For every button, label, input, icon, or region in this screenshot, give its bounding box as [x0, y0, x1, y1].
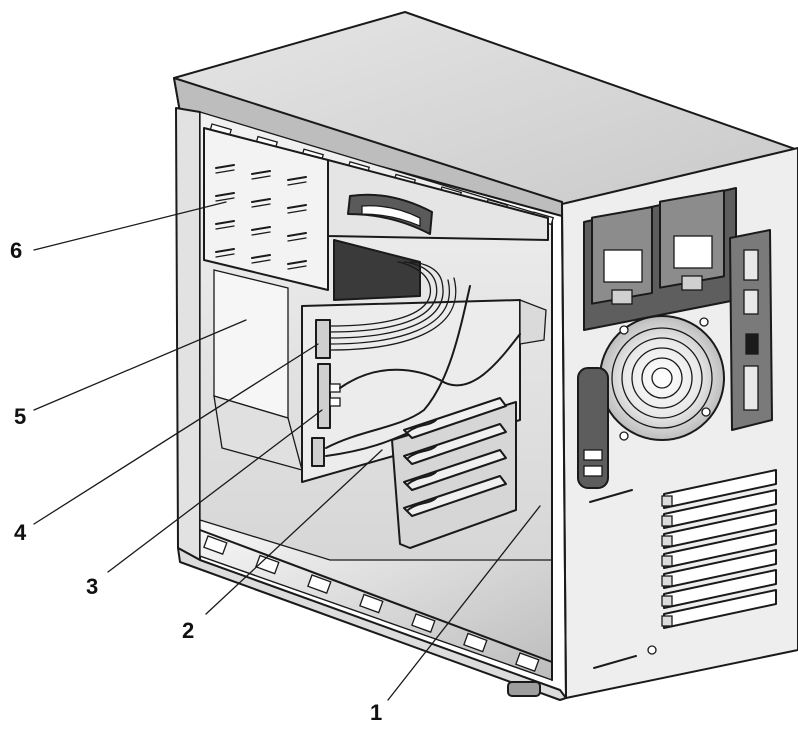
bay-vent-slot: [215, 164, 235, 169]
fan-ring: [651, 367, 673, 389]
vent-slot: [307, 574, 332, 594]
bay-vent-slot: [251, 175, 271, 180]
callout-1: 1: [370, 700, 383, 725]
vent-slot: [359, 593, 384, 614]
bay-vent-slot: [251, 226, 271, 231]
callout-5: 5: [14, 404, 27, 429]
drive-carrier-handle: [407, 497, 437, 511]
callout-2: 2: [182, 618, 195, 643]
bay-vent-slot: [251, 203, 271, 208]
ribbon-cable: [329, 261, 457, 351]
drive-carrier: [403, 449, 507, 491]
vent-slot: [255, 554, 280, 575]
bay-vent-slot: [215, 248, 235, 253]
bay-vent-slot: [287, 204, 307, 209]
drive-carrier-handle: [407, 471, 437, 485]
bay-vent-slot: [287, 237, 307, 242]
vent-slot: [515, 652, 540, 672]
slot-cover-tab: [661, 555, 673, 567]
bay-vent-slot: [287, 181, 307, 186]
vent-slot: [463, 632, 488, 653]
drive-bay-vent-slots: [215, 164, 307, 270]
drive-carrier-handle: [407, 419, 437, 433]
bay-vent-slot: [251, 170, 271, 175]
callout-4: 4: [14, 520, 27, 545]
fan-screws: [619, 317, 711, 441]
slot-cover-tab: [661, 595, 673, 607]
callout-3: 3: [86, 574, 99, 599]
slot-cover-tab: [661, 535, 673, 547]
leader-line-5: [33, 319, 247, 411]
fan-ring: [631, 347, 693, 409]
drive-bay-cage: [203, 127, 549, 471]
bottom-vent-slots: [203, 535, 540, 672]
bay-vent-slot: [215, 253, 235, 258]
slot-cover-tab: [661, 495, 673, 507]
power-supply-bays: [583, 187, 737, 331]
slot-cover-tab: [661, 615, 673, 627]
bay-vent-slot: [287, 209, 307, 214]
bay-vent-slot: [287, 176, 307, 181]
bay-vent-slot: [251, 231, 271, 236]
bay-vent-slot: [251, 259, 271, 264]
side-port-slot: [577, 367, 633, 503]
bay-vent-slot: [287, 265, 307, 270]
vent-slot: [203, 535, 228, 555]
fan-ring: [611, 327, 713, 429]
slot-cover-tab: [661, 575, 673, 587]
bay-vent-slot: [287, 232, 307, 237]
rear-io-ports: [729, 229, 773, 431]
drive-carrier: [403, 397, 507, 439]
bay-vent-slot: [215, 192, 235, 197]
callout-leader-lines: [33, 201, 541, 701]
leader-line-6: [33, 201, 227, 251]
leader-line-2: [205, 449, 383, 615]
expansion-slot-covers: [661, 469, 777, 629]
fan-ring: [621, 337, 703, 419]
bay-vent-slot: [215, 225, 235, 230]
hard-drive-carriers: [391, 397, 517, 549]
callout-6: 6: [10, 238, 23, 263]
bay-vent-slot: [251, 198, 271, 203]
bay-vent-slot: [251, 254, 271, 259]
bay-vent-slot: [287, 260, 307, 265]
leader-line-1: [387, 505, 541, 701]
leader-line-3: [107, 409, 323, 573]
bay-vent-slot: [215, 197, 235, 202]
fan-ring: [641, 357, 683, 399]
leader-line-4: [33, 343, 319, 525]
bay-vent-slot: [215, 220, 235, 225]
drive-carrier-handle: [407, 445, 437, 459]
internal-cables: [325, 285, 521, 457]
drive-carrier: [403, 423, 507, 465]
bay-vent-slot: [215, 169, 235, 174]
slot-cover-tab: [661, 515, 673, 527]
drive-carrier: [403, 475, 507, 517]
vent-slot: [411, 613, 436, 633]
rear-fan-grille: [599, 315, 725, 441]
